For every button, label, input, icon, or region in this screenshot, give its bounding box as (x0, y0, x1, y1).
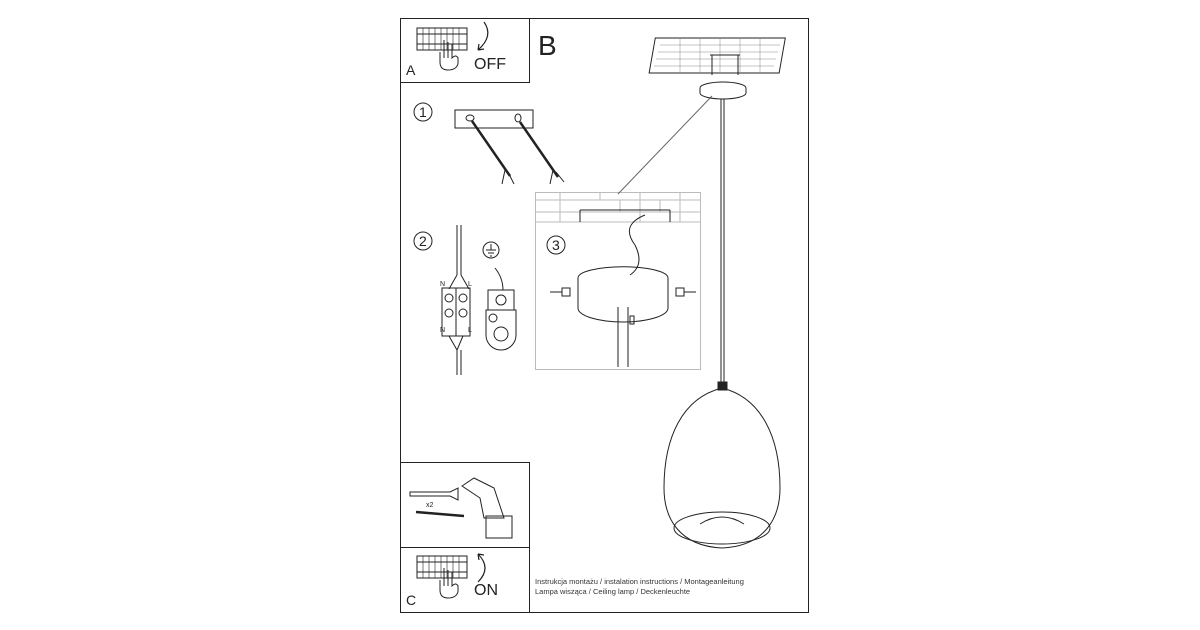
outer-border (400, 18, 809, 613)
tools-box (400, 462, 530, 548)
footer-line-2: Lampa wisząca / Ceiling lamp / Deckenleu… (535, 587, 691, 596)
wire-l-bottom: L (468, 327, 472, 334)
footer-line-1: Instrukcja montażu / instalation instruc… (535, 577, 744, 586)
ceiling-wires-icon (454, 109, 565, 185)
pendant-lamp-drawing (648, 37, 786, 549)
step-3-label: 3 (552, 237, 560, 253)
canopy-detail (535, 192, 701, 370)
wire-n-bottom: N (440, 327, 446, 334)
panel-a-action: OFF (474, 56, 506, 73)
panel-a-box (400, 18, 530, 83)
panel-c-letter: C (406, 592, 417, 608)
wire-l-top: L (468, 281, 472, 288)
breaker-off-icon (416, 21, 489, 71)
anchor-quantity: x2 (426, 502, 434, 509)
step-2-circle (413, 231, 433, 251)
terminal-block-icon (441, 225, 471, 375)
wire-n-top: N (440, 281, 446, 288)
panel-c-action: ON (474, 582, 498, 599)
step-1-label: 1 (419, 104, 427, 120)
step-2-label: 2 (419, 233, 427, 249)
drill-anchor-icon (409, 477, 513, 539)
breaker-on-icon (416, 553, 486, 599)
panel-c-box (400, 547, 530, 613)
step-1-circle (413, 102, 433, 122)
leader-line (617, 95, 713, 195)
ground-terminal-icon (482, 241, 517, 351)
step-3-circle (546, 235, 566, 255)
panel-a-letter: A (406, 62, 416, 78)
panel-b-letter: B (538, 30, 557, 61)
